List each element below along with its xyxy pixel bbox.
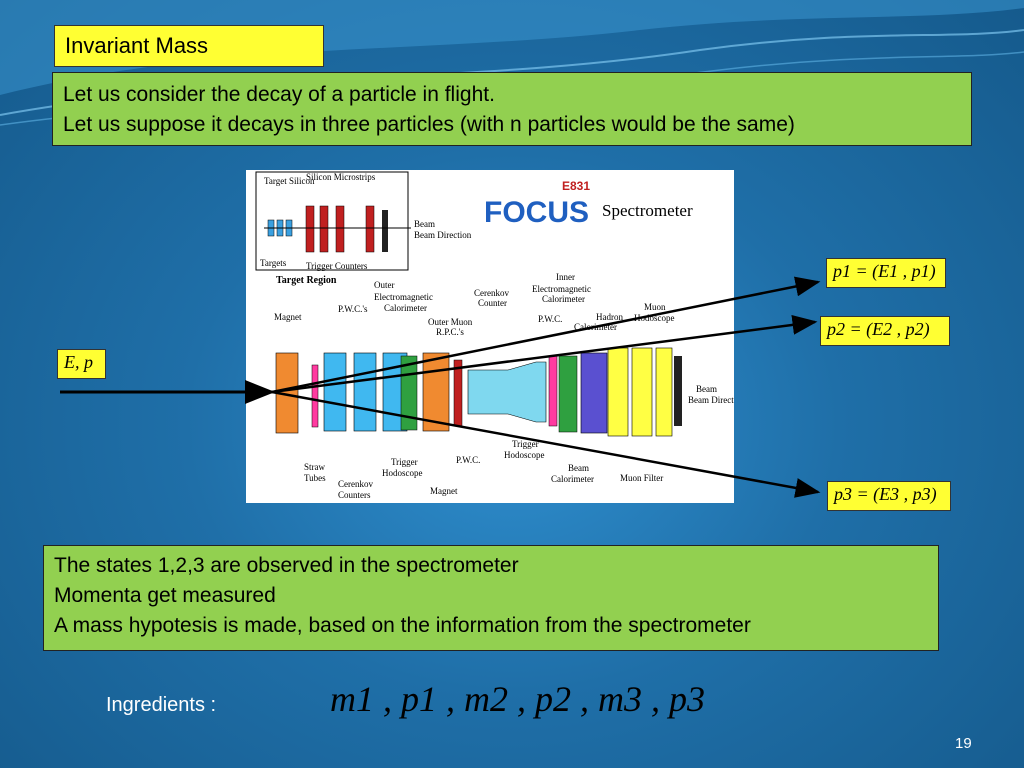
svg-text:Cerenkov: Cerenkov [338,479,373,489]
label-beam-direction-right: Beam Direction [688,395,734,405]
label-target-silicon: Target Silicon [264,176,315,186]
intro-line-1: Let us consider the decay of a particle … [63,83,495,106]
states-box: The states 1,2,3 are observed in the spe… [43,545,939,651]
states-line-2: Momenta get measured [54,584,276,607]
label-silicon-microstrips: Silicon Microstrips [306,172,376,182]
svg-text:Tubes: Tubes [304,473,326,483]
svg-text:Muon: Muon [644,302,666,312]
label-targets: Targets [260,258,287,268]
ingredients-formula: m1 , p1 , m2 , p2 , m3 , p3 [330,679,705,719]
svg-text:Trigger: Trigger [391,457,418,467]
label-pwc-right: P.W.C. [538,314,562,324]
label-target-region: Target Region [276,275,337,286]
label-muon-filter: Muon Filter [620,473,663,483]
svg-text:Outer Muon: Outer Muon [428,317,473,327]
label-pwc-bottom: P.W.C. [456,455,480,465]
svg-text:Inner: Inner [556,272,575,282]
svg-text:Hadron: Hadron [596,312,623,322]
svg-text:Electromagnetic: Electromagnetic [532,284,591,294]
intro-box: Let us consider the decay of a particle … [52,72,972,146]
svg-text:Hodoscope: Hodoscope [504,450,545,460]
label-magnet-left: Magnet [274,312,302,322]
p3-label: p3 = (E3 , p3) [827,481,951,511]
svg-text:Outer: Outer [374,280,395,290]
slide-title: Invariant Mass [54,25,324,67]
svg-text:Hodoscope: Hodoscope [634,313,675,323]
figure-subtitle: Spectrometer [602,201,693,220]
label-magnet-bottom: Magnet [430,486,458,496]
ingredients-label: Ingredients : [106,694,217,716]
svg-text:Hodoscope: Hodoscope [382,468,423,478]
label-trigger-counters: Trigger Counters [306,261,368,271]
svg-text:R.P.C.'s: R.P.C.'s [436,327,464,337]
svg-text:Beam: Beam [568,463,589,473]
svg-text:Calorimeter: Calorimeter [384,303,427,313]
svg-text:Counter: Counter [478,298,507,308]
page-number: 19 [955,735,972,752]
focus-spectrometer-figure: Target Silicon Silicon Microstrips Beam … [246,170,734,503]
svg-text:Counters: Counters [338,490,371,500]
p1-label: p1 = (E1 , p1) [826,258,946,288]
svg-text:Trigger: Trigger [512,439,539,449]
label-beam-direction-top: Beam Direction [414,230,472,240]
states-line-1: The states 1,2,3 are observed in the spe… [54,554,519,577]
svg-text:Calorimeter: Calorimeter [551,474,594,484]
initial-momentum-label: E, p [57,349,106,379]
svg-text:Electromagnetic: Electromagnetic [374,292,433,302]
svg-text:Cerenkov: Cerenkov [474,288,509,298]
intro-line-2: Let us suppose it decays in three partic… [63,113,795,136]
focus-logo: FOCUS [484,196,589,229]
svg-text:Straw: Straw [304,462,325,472]
states-line-3: A mass hypotesis is made, based on the i… [54,614,751,637]
focus-logo-tag: E831 [562,179,590,193]
svg-text:Beam: Beam [696,384,717,394]
label-pwcs: P.W.C.'s [338,304,368,314]
p2-label: p2 = (E2 , p2) [820,316,950,346]
svg-text:Calorimeter: Calorimeter [574,322,617,332]
svg-text:Beam: Beam [414,219,435,229]
svg-text:Calorimeter: Calorimeter [542,294,585,304]
